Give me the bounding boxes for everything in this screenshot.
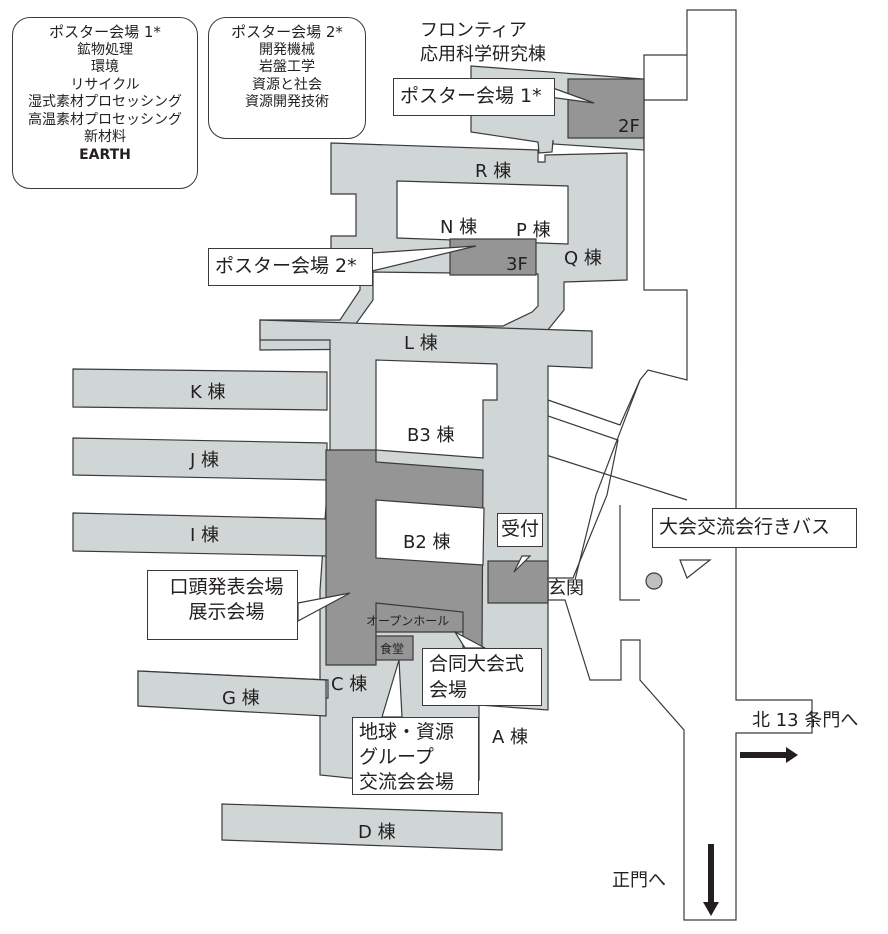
- legend-item: 鉱物処理: [77, 41, 133, 58]
- building-g-body: [137, 670, 327, 717]
- label-g: G 棟: [222, 688, 260, 709]
- legend-poster-1: ポスター会場 1* 鉱物処理 環境 リサイクル 湿式素材プロセッシング 高温素材…: [12, 17, 198, 189]
- callout-reception[interactable]: 受付: [497, 513, 543, 547]
- callout-bus-text: 大会交流会行きバス: [659, 516, 831, 538]
- legend-item: 湿式素材プロセッシング: [28, 94, 182, 110]
- path-diagonal: [545, 454, 688, 501]
- legend-item: 岩盤工学: [259, 59, 315, 75]
- pointer-bus: [679, 559, 712, 579]
- label-a: A 棟: [492, 727, 528, 748]
- label-n: N 棟: [440, 217, 477, 238]
- legend-item: EARTH: [79, 146, 131, 163]
- callout-earth-group[interactable]: 地球・資源 グループ 交流会会場: [352, 717, 479, 795]
- callout-oral-line1: 口頭発表会場: [169, 576, 284, 598]
- open-hall[interactable]: [375, 602, 464, 633]
- callout-oral-line2: 展示会場: [188, 601, 265, 623]
- courtyard-l: [353, 271, 539, 327]
- callout-earth-line3: 交流会会場: [359, 771, 455, 793]
- arrow-right-head-icon: [786, 747, 798, 763]
- callout-poster-2-text: ポスター会場 2*: [215, 255, 357, 277]
- floor-2f: 2F: [618, 116, 640, 137]
- legend-item: 開発機械: [259, 41, 315, 58]
- poster-hall-1[interactable]: [567, 78, 645, 139]
- legend-item: 資源開発技術: [245, 94, 329, 110]
- building-d[interactable]: [221, 803, 503, 851]
- poster-hall-2[interactable]: [449, 238, 537, 276]
- label-k: K 棟: [190, 382, 226, 403]
- legend-item: リサイクル: [70, 76, 140, 93]
- callout-poster-1-text: ポスター会場 1*: [400, 85, 542, 107]
- callout-bus[interactable]: 大会交流会行きバス: [652, 508, 857, 548]
- callout-joint-line2: 会場: [429, 679, 468, 701]
- callout-joint-line1: 合同大会式: [429, 653, 525, 675]
- floor-3f: 3F: [506, 254, 528, 275]
- legend-poster-2-title: ポスター会場 2*: [231, 23, 343, 41]
- callout-earth-line1: 地球・資源: [359, 721, 455, 743]
- bus-stop-roundabout: [645, 572, 663, 590]
- label-q: Q 棟: [564, 248, 602, 269]
- label-c: C 棟: [331, 674, 367, 695]
- label-b3: B3 棟: [407, 425, 455, 446]
- label-frontier-2: 応用科学研究棟: [420, 44, 546, 65]
- callout-joint-ceremony[interactable]: 合同大会式 会場: [422, 648, 542, 706]
- label-p: P 棟: [516, 220, 551, 241]
- callout-poster-2[interactable]: ポスター会場 2*: [208, 248, 373, 286]
- label-open-hall: オープンホール: [366, 614, 449, 628]
- building-n-courtyard: [396, 180, 569, 245]
- legend-item: 新材料: [84, 129, 126, 145]
- callout-oral-hall[interactable]: 口頭発表会場 展示会場: [147, 570, 298, 640]
- label-i: I 棟: [190, 525, 219, 546]
- label-cafeteria: 食堂: [380, 641, 404, 656]
- legend-item: 環境: [91, 59, 119, 75]
- callout-reception-text: 受付: [501, 518, 540, 540]
- label-north-gate[interactable]: 北 13 条門へ: [752, 710, 858, 731]
- path-loop: [619, 505, 640, 601]
- arrow-down-head-icon: [703, 902, 719, 916]
- label-frontier-1: フロンティア: [420, 20, 527, 41]
- legend-poster-2: ポスター会場 2* 開発機械 岩盤工学 資源と社会 資源開発技術: [208, 17, 366, 139]
- callout-earth-line2: グループ: [359, 746, 434, 768]
- label-r: R 棟: [475, 161, 511, 182]
- label-main-gate[interactable]: 正門へ: [612, 870, 666, 891]
- label-j: J 棟: [189, 450, 219, 471]
- pointer-oral: [297, 592, 351, 623]
- label-l: L 棟: [404, 333, 438, 354]
- building-k[interactable]: [72, 368, 328, 411]
- legend-poster-1-title: ポスター会場 1*: [49, 23, 161, 41]
- pointer-reception: [513, 555, 532, 573]
- label-b2: B2 棟: [403, 532, 451, 553]
- label-d: D 棟: [358, 822, 396, 843]
- building-b2[interactable]: [375, 499, 485, 566]
- path-to-entrance: [574, 379, 641, 581]
- callout-poster-1[interactable]: ポスター会場 1*: [393, 78, 555, 116]
- cafeteria[interactable]: [375, 635, 414, 661]
- legend-item: 資源と社会: [252, 76, 322, 93]
- road-edge: [643, 54, 687, 100]
- label-entrance: 玄関: [548, 578, 584, 599]
- legend-item: 高温素材プロセッシング: [28, 111, 182, 128]
